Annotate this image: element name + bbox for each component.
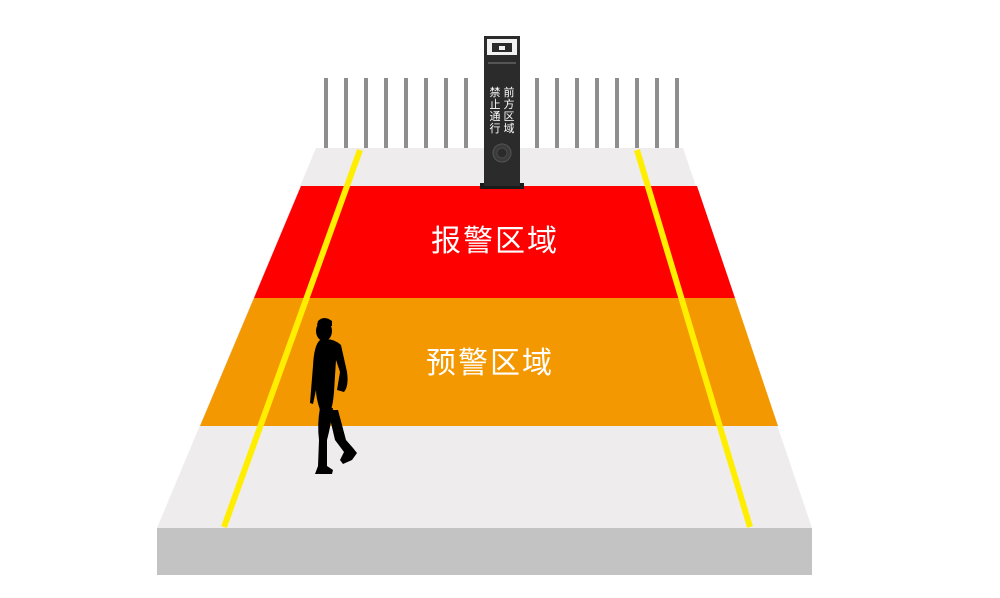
fence-bar (615, 78, 619, 148)
camera-icon (487, 39, 517, 55)
fence-bar (555, 78, 559, 148)
fence-bar (424, 78, 428, 148)
detection-post: 禁止通行 前方区域 (480, 36, 524, 189)
post-sign-text-2: 前方区域 (504, 85, 515, 135)
fence-bar (575, 78, 579, 148)
post-sign-text-1: 禁止通行 (490, 86, 501, 135)
left-boundary-line (221, 148, 363, 529)
fence-bar (675, 78, 679, 148)
alarm-zone-label: 报警区域 (431, 224, 559, 259)
fence-bar (464, 78, 468, 148)
fence-bar (444, 78, 448, 148)
alarm-zone (254, 186, 735, 298)
fence-bar (635, 78, 639, 148)
fence-bar (404, 78, 408, 148)
post-divider (488, 62, 516, 64)
right-boundary-line (634, 149, 753, 528)
speaker-icon (492, 143, 512, 163)
fence-bar (364, 78, 368, 148)
fence-bar (655, 78, 659, 148)
fence-bar (344, 78, 348, 148)
warning-zone-label: 预警区域 (426, 346, 554, 381)
fence-bar (595, 78, 599, 148)
sign-text: 禁止通行 前方区域 (490, 85, 515, 135)
fence (324, 78, 679, 148)
walking-person-icon (310, 318, 357, 474)
fence-bar (384, 78, 388, 148)
fence-bar (535, 78, 539, 148)
fence-bar (324, 78, 328, 148)
warning-zone (200, 298, 778, 426)
platform-side (157, 528, 812, 575)
